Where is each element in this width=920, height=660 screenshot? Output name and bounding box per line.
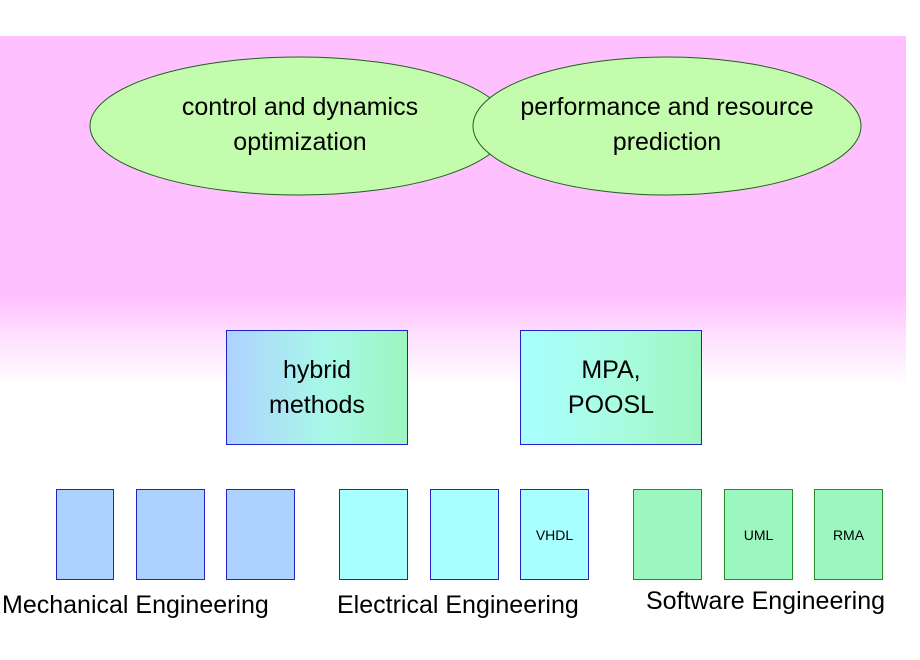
software-box-rma: RMA xyxy=(814,489,883,580)
performance-ellipse xyxy=(472,56,862,196)
software-box-uml: UML xyxy=(724,489,793,580)
electrical-box-1 xyxy=(339,489,408,580)
electrical-box-2 xyxy=(430,489,499,580)
software-engineering-label: Software Engineering xyxy=(646,587,886,615)
mechanical-engineering-label: Mechanical Engineering xyxy=(2,591,269,619)
mechanical-box-1 xyxy=(56,489,114,580)
mechanical-box-2 xyxy=(136,489,205,580)
hybrid-methods-box: hybrid methods xyxy=(226,330,408,445)
electrical-engineering-label: Electrical Engineering xyxy=(337,591,579,619)
performance-ellipse-label: performance and resource prediction xyxy=(520,93,814,156)
electrical-box-vhdl: VHDL xyxy=(520,489,589,580)
mechanical-box-3 xyxy=(226,489,295,580)
mpa-poosl-box: MPA, POOSL xyxy=(520,330,702,445)
control-ellipse-label: control and dynamics optimization xyxy=(181,93,419,156)
software-box-1 xyxy=(633,489,702,580)
